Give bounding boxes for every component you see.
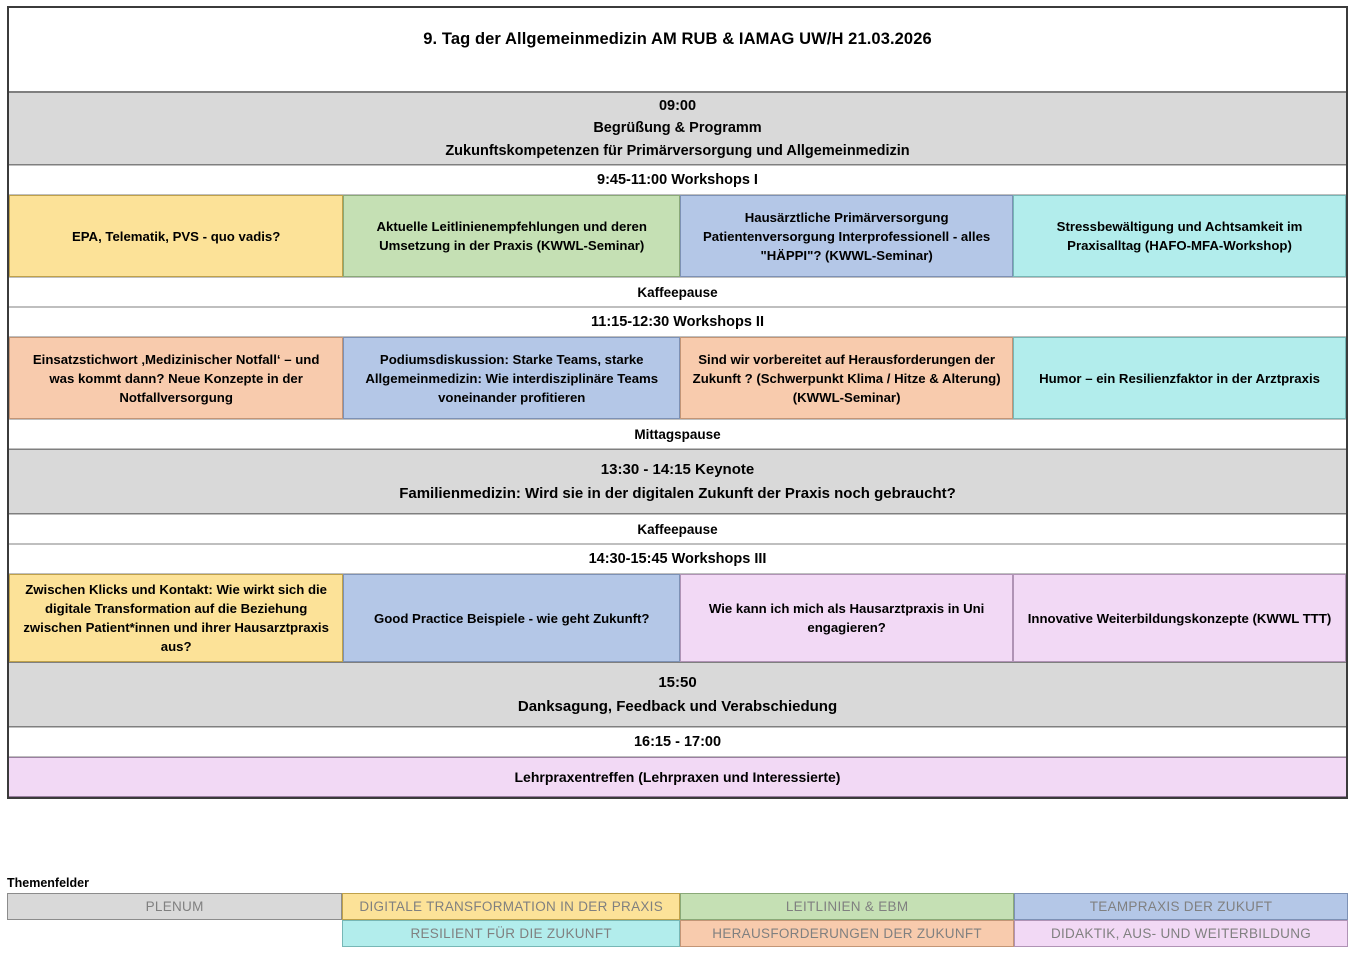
closing-time: 15:50 (658, 673, 697, 691)
workshop-cell[interactable]: Einsatzstichwort ‚Medizinischer Notfall‘… (9, 337, 344, 419)
workshops2-header: 11:15-12:30 Workshops II (9, 307, 1346, 337)
evening-event-row: Lehrpraxentreffen (Lehrpraxen und Intere… (9, 757, 1346, 797)
workshop-cell[interactable]: Humor – ein Resilienzfaktor in der Arztp… (1013, 337, 1346, 419)
workshops3-header: 14:30-15:45 Workshops III (9, 544, 1346, 574)
closing-row: 15:50 Danksagung, Feedback und Verabschi… (9, 662, 1346, 727)
workshop-cell[interactable]: Aktuelle Leitlinienempfehlungen und dere… (343, 195, 681, 277)
pause-label: Mittagspause (9, 419, 1346, 449)
legend: Themenfelder PLENUM DIGITALE TRANSFORMAT… (7, 876, 1348, 947)
opening-block: 09:00 Begrüßung & Programm Zukunftskompe… (9, 92, 1346, 165)
pause-label: Kaffeepause (9, 514, 1346, 544)
legend-item-digitale-transformation: DIGITALE TRANSFORMATION IN DER PRAXIS (342, 893, 681, 920)
workshops3-header-row: 14:30-15:45 Workshops III (9, 544, 1346, 574)
keynote-title: Familienmedizin: Wird sie in der digital… (399, 484, 956, 502)
legend-title: Themenfelder (7, 876, 89, 890)
closing-title: Danksagung, Feedback und Verabschiedung (517, 697, 838, 715)
workshop-cell[interactable]: Podiumsdiskussion: Starke Teams, starke … (343, 337, 681, 419)
workshops1-row: EPA, Telematik, PVS - quo vadis? Aktuell… (9, 195, 1346, 277)
pause1-row: Kaffeepause (9, 277, 1346, 307)
workshop-cell[interactable]: Good Practice Beispiele - wie geht Zukun… (343, 574, 681, 662)
legend-row-2: RESILIENT FÜR DIE ZUKUNFT HERAUSFORDERUN… (7, 920, 1348, 947)
keynote-row: 13:30 - 14:15 Keynote Familienmedizin: W… (9, 449, 1346, 514)
evening-time: 16:15 - 17:00 (9, 727, 1346, 757)
keynote-block: 13:30 - 14:15 Keynote Familienmedizin: W… (9, 449, 1346, 514)
legend-item-didaktik: DIDAKTIK, AUS- UND WEITERBILDUNG (1014, 920, 1348, 947)
workshops1-header: 9:45-11:00 Workshops I (9, 165, 1346, 195)
legend-item-leitlinien-ebm: LEITLINIEN & EBM (680, 893, 1015, 920)
opening-row: 09:00 Begrüßung & Programm Zukunftskompe… (9, 92, 1346, 165)
title-row: 9. Tag der Allgemeinmedizin AM RUB & IAM… (9, 8, 1346, 92)
pause-label: Kaffeepause (9, 277, 1346, 307)
legend-item-plenum: PLENUM (7, 893, 343, 920)
workshop-cell[interactable]: Zwischen Klicks und Kontakt: Wie wirkt s… (9, 574, 344, 662)
pause2-row: Mittagspause (9, 419, 1346, 449)
workshops2-row: Einsatzstichwort ‚Medizinischer Notfall‘… (9, 337, 1346, 419)
workshop-cell[interactable]: Innovative Weiterbildungskonzepte (KWWL … (1013, 574, 1346, 662)
workshops1-header-row: 9:45-11:00 Workshops I (9, 165, 1346, 195)
workshop-cell[interactable]: Wie kann ich mich als Hausarztpraxis in … (680, 574, 1014, 662)
page-title: 9. Tag der Allgemeinmedizin AM RUB & IAM… (9, 8, 1346, 92)
legend-spacer (7, 920, 342, 947)
evening-event[interactable]: Lehrpraxentreffen (Lehrpraxen und Intere… (9, 757, 1346, 797)
workshop-cell[interactable]: EPA, Telematik, PVS - quo vadis? (9, 195, 344, 277)
workshop-cell[interactable]: Stressbewältigung und Achtsamkeit im Pra… (1013, 195, 1346, 277)
opening-time: 09:00 (658, 97, 697, 114)
opening-line3: Zukunftskompetenzen für Primärversorgung… (445, 142, 910, 159)
workshops3-row: Zwischen Klicks und Kontakt: Wie wirkt s… (9, 574, 1346, 662)
pause3-row: Kaffeepause (9, 514, 1346, 544)
opening-line2: Begrüßung & Programm (593, 120, 762, 137)
program-table: 9. Tag der Allgemeinmedizin AM RUB & IAM… (7, 6, 1348, 799)
workshops2-header-row: 11:15-12:30 Workshops II (9, 307, 1346, 337)
legend-item-resilient: RESILIENT FÜR DIE ZUKUNFT (342, 920, 681, 947)
keynote-time: 13:30 - 14:15 Keynote (600, 460, 755, 478)
legend-item-herausforderungen: HERAUSFORDERUNGEN DER ZUKUNFT (680, 920, 1015, 947)
evening-time-row: 16:15 - 17:00 (9, 727, 1346, 757)
workshop-cell[interactable]: Sind wir vorbereitet auf Herausforderung… (680, 337, 1014, 419)
closing-block: 15:50 Danksagung, Feedback und Verabschi… (9, 662, 1346, 727)
legend-item-teampraxis: TEAMPRAXIS DER ZUKUFT (1014, 893, 1348, 920)
workshop-cell[interactable]: Hausärztliche Primärversorgung Patienten… (680, 195, 1014, 277)
legend-row-1: PLENUM DIGITALE TRANSFORMATION IN DER PR… (7, 893, 1348, 920)
